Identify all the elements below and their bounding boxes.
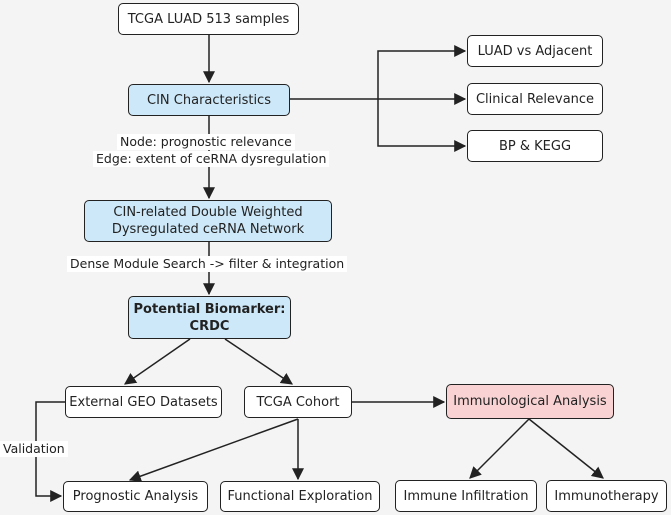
- node-immunotherapy[interactable]: Immunotherapy: [546, 480, 667, 512]
- node-functional-exploration-text: Functional Exploration: [227, 489, 373, 504]
- node-luad-vs-adjacent-text: LUAD vs Adjacent: [477, 43, 593, 59]
- node-cerna-network-line2: Dysregulated ceRNA Network: [111, 222, 305, 237]
- node-potential-biomarker[interactable]: Potential Biomarker: CRDC: [128, 296, 291, 339]
- node-cin-characteristics[interactable]: CIN Characteristics: [128, 84, 290, 116]
- node-clinical-relevance-text: Clinical Relevance: [475, 91, 595, 107]
- node-bp-kegg-text: BP & KEGG: [498, 138, 572, 154]
- node-immune-infiltration-text: Immune Infiltration: [403, 488, 529, 504]
- validation-label: Validation: [0, 441, 68, 457]
- node-tcga-luad-samples[interactable]: TCGA LUAD 513 samples: [118, 3, 299, 35]
- arrow-immuno-to-infiltration: [469, 418, 530, 479]
- arrow-cin-to-bp-kegg: [377, 99, 467, 152]
- node-immunological-analysis[interactable]: Immunological Analysis: [446, 384, 614, 419]
- node-potential-biomarker-line1: Potential Biomarker:: [133, 301, 286, 317]
- node-tcga-cohort-text: TCGA Cohort: [256, 394, 340, 410]
- node-immunological-analysis-text: Immunological Analysis: [453, 394, 607, 409]
- node-annotation-label: Node: prognostic relevance: [117, 134, 295, 150]
- node-cin-characteristics-text: CIN Characteristics: [147, 92, 271, 108]
- node-cerna-network-line1: CIN-related Double Weighted: [113, 205, 303, 220]
- node-clinical-relevance[interactable]: Clinical Relevance: [467, 83, 603, 115]
- node-external-geo-datasets-text: External GEO Datasets: [69, 394, 218, 410]
- arrow-cin-to-luad-vs-adjacent: [377, 45, 467, 99]
- node-external-geo-datasets[interactable]: External GEO Datasets: [65, 386, 222, 418]
- node-prognostic-analysis-text: Prognostic Analysis: [72, 489, 199, 504]
- arrow-biomarker-to-cohort: [224, 338, 293, 385]
- node-prognostic-analysis[interactable]: Prognostic Analysis: [63, 481, 208, 512]
- arrow-immuno-to-immunotherapy: [528, 418, 604, 479]
- node-immunotherapy-text: Immunotherapy: [554, 488, 659, 504]
- node-cerna-network[interactable]: CIN-related Double Weighted Dysregulated…: [84, 200, 332, 242]
- arrow-biomarker-to-geo: [124, 338, 191, 385]
- dense-module-label: Dense Module Search -> filter & integrat…: [67, 256, 348, 272]
- arrow-cohort-to-prognostic: [128, 418, 299, 482]
- node-luad-vs-adjacent[interactable]: LUAD vs Adjacent: [467, 35, 603, 67]
- node-tcga-luad-samples-text: TCGA LUAD 513 samples: [127, 11, 290, 27]
- node-tcga-cohort[interactable]: TCGA Cohort: [244, 386, 352, 418]
- node-functional-exploration[interactable]: Functional Exploration: [220, 481, 380, 512]
- node-immune-infiltration[interactable]: Immune Infiltration: [395, 480, 537, 512]
- node-potential-biomarker-line2: CRDC: [189, 318, 230, 334]
- edge-annotation-label: Edge: extent of ceRNA dysregulation: [93, 151, 330, 167]
- node-bp-kegg[interactable]: BP & KEGG: [467, 130, 603, 162]
